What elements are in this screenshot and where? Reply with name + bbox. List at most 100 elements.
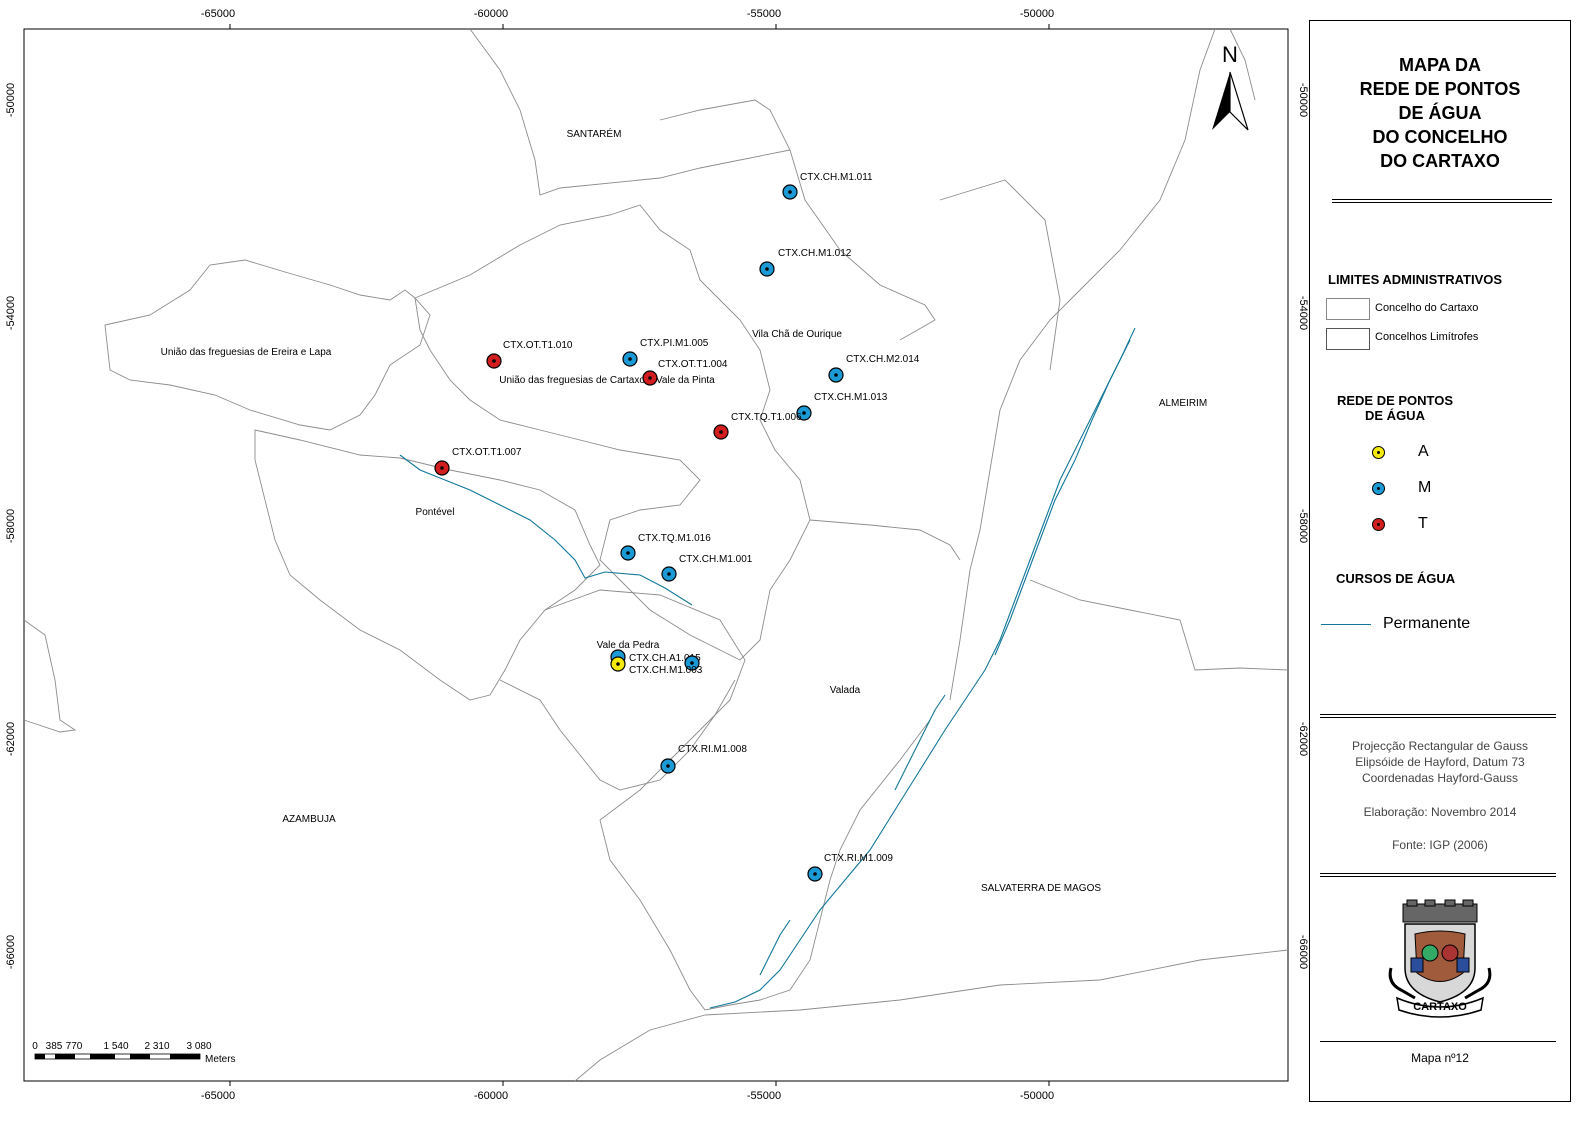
water-point-label: CTX.RI.M1.009 <box>824 853 893 864</box>
y-axis-left: -50000 -54000 -58000 -62000 -66000 <box>5 83 17 969</box>
legend-symbol-a <box>1372 446 1385 459</box>
water-point[interactable]: CTX.TQ.T1.006 <box>713 412 802 440</box>
label-santarem: SANTARÉM <box>567 127 622 140</box>
x-tick-bottom: -50000 <box>1020 1090 1054 1102</box>
label-almeirim: ALMEIRIM <box>1159 398 1207 409</box>
label-vale-pedra: Vale da Pedra <box>597 640 660 651</box>
y-tick-left: -62000 <box>5 722 17 756</box>
admin-heading: LIMITES ADMINISTRATIVOS <box>1328 272 1503 287</box>
legend-swatch-concelho <box>1326 298 1370 320</box>
scale-tick: 770 <box>66 1041 83 1052</box>
water-point[interactable]: CTX.CH.A1.015 <box>610 649 701 672</box>
water-point-label: CTX.CH.M1.013 <box>814 392 888 403</box>
water-point[interactable]: CTX.OT.T1.007 <box>434 447 522 476</box>
legend-line-permanente <box>1321 624 1371 625</box>
water-point-label: CTX.RI.M1.008 <box>678 744 747 755</box>
seal-text: CARTAXO <box>1413 1001 1467 1013</box>
y-tick-right: -66000 <box>1297 935 1309 969</box>
scale-tick: 0 <box>32 1041 38 1052</box>
water-heading: CURSOS DE ÁGUA <box>1336 571 1456 586</box>
water-point[interactable]: CTX.CH.M1.012 <box>759 248 852 277</box>
label-valada: Valada <box>830 685 861 696</box>
legend-symbol-t <box>1372 518 1385 531</box>
water-point[interactable]: CTX.CH.M1.013 <box>796 392 888 421</box>
legend-swatch-limitrofes <box>1326 328 1370 350</box>
water-point[interactable]: CTX.CH.M2.014 <box>828 354 920 383</box>
label-azambuja: AZAMBUJA <box>282 814 336 825</box>
label-vila-cha: Vila Chã de Ourique <box>752 329 842 340</box>
x-tick-top: -50000 <box>1020 8 1054 20</box>
x-tick-top: -65000 <box>201 8 235 20</box>
north-arrow: N <box>1212 42 1249 131</box>
y-tick-left: -50000 <box>5 83 17 117</box>
label-cartaxo-vale-pinta: União das freguesias de Cartaxo e Vale d… <box>499 375 715 386</box>
water-point-label: CTX.OT.T1.007 <box>452 447 522 458</box>
legend-panel: MAPA DA REDE DE PONTOS DE ÁGUA DO CONCEL… <box>1309 20 1571 1102</box>
water-points[interactable]: CTX.CH.M1.011 CTX.CH.M1.012 CTX.PI.M1.00… <box>434 172 920 882</box>
water-point-label: CTX.OT.T1.004 <box>658 359 728 370</box>
divider <box>1332 199 1552 203</box>
map-frame <box>23 28 1289 1082</box>
scale-tick: 3 080 <box>186 1041 211 1052</box>
water-point[interactable]: CTX.OT.T1.010 <box>486 340 573 369</box>
map-title: MAPA DA REDE DE PONTOS DE ÁGUA DO CONCEL… <box>1359 55 1521 171</box>
legend-label-t: T <box>1418 515 1428 532</box>
label-pontevel: Pontével <box>416 507 455 518</box>
water-point[interactable]: CTX.PI.M1.005 <box>622 338 709 367</box>
map-number: Mapa nº12 <box>1411 1051 1469 1065</box>
water-point[interactable]: CTX.RI.M1.008 <box>660 744 747 774</box>
rivers <box>399 327 1136 1009</box>
water-point[interactable]: CTX.TQ.M1.016 <box>620 533 711 561</box>
x-tick-top: -55000 <box>747 8 781 20</box>
label-salvaterra: SALVATERRA DE MAGOS <box>981 883 1101 894</box>
projection-info: Projecção Rectangular de Gauss Elipsóide… <box>1351 739 1529 785</box>
water-point-label: CTX.PI.M1.005 <box>640 338 709 349</box>
water-point-label: CTX.CH.M1.001 <box>679 554 753 565</box>
y-tick-left: -58000 <box>5 509 17 543</box>
y-tick-right: -58000 <box>1297 509 1309 543</box>
water-point-label: CTX.CH.M1.011 <box>800 172 873 183</box>
water-point[interactable]: CTX.OT.T1.004 <box>642 359 728 386</box>
x-tick-bottom: -65000 <box>201 1090 235 1102</box>
water-point-label: CTX.CH.M2.014 <box>846 354 920 365</box>
water-point[interactable]: CTX.CH.M1.001 <box>661 554 753 582</box>
y-tick-right: -62000 <box>1297 722 1309 756</box>
scale-bar: 0 385 770 1 540 2 310 3 080 Meters <box>32 1041 235 1065</box>
y-tick-left: -54000 <box>5 296 17 330</box>
x-axis-bottom: -65000 -60000 -55000 -50000 <box>201 1081 1054 1102</box>
divider <box>1320 1041 1556 1042</box>
legend-label-a: A <box>1418 443 1429 460</box>
x-tick-top: -60000 <box>474 8 508 20</box>
scale-tick: 1 540 <box>103 1041 128 1052</box>
water-point[interactable]: CTX.CH.M1.011 <box>782 172 873 200</box>
water-point[interactable]: CTX.RI.M1.009 <box>807 853 893 882</box>
water-point-label: CTX.CH.A1.015 <box>629 653 701 664</box>
cartaxo-coat-of-arms: CARTAXO <box>1388 899 1492 1018</box>
legend-label-limitrofes: Concelhos Limítrofes <box>1375 331 1479 343</box>
legend-label-concelho: Concelho do Cartaxo <box>1375 302 1479 314</box>
scale-tick: 2 310 <box>144 1041 169 1052</box>
label-ereira-lapa: União das freguesias de Ereira e Lapa <box>161 347 332 358</box>
y-tick-left: -66000 <box>5 935 17 969</box>
scale-unit: Meters <box>205 1054 236 1065</box>
divider <box>1320 714 1556 718</box>
legend-label-permanente: Permanente <box>1383 615 1471 632</box>
elaboration-date: Elaboração: Novembro 2014 <box>1363 805 1517 819</box>
y-tick-right: -50000 <box>1297 83 1309 117</box>
x-axis-top: -65000 -60000 -55000 -50000 <box>201 8 1054 29</box>
legend-symbol-m <box>1372 482 1385 495</box>
water-point-label: CTX.TQ.M1.016 <box>638 533 711 544</box>
water-point-label: CTX.OT.T1.010 <box>503 340 573 351</box>
admin-boundaries <box>23 28 1289 1082</box>
source-info: Fonte: IGP (2006) <box>1392 838 1488 852</box>
scale-tick: 385 <box>46 1041 63 1052</box>
place-labels: SANTARÉM União das freguesias de Ereira … <box>161 127 1208 894</box>
x-tick-bottom: -60000 <box>474 1090 508 1102</box>
water-point-label: CTX.CH.M1.012 <box>778 248 852 259</box>
x-tick-bottom: -55000 <box>747 1090 781 1102</box>
water-point[interactable]: CTX.CH.M1.003 <box>629 655 703 676</box>
y-tick-right: -54000 <box>1297 296 1309 330</box>
water-point-label: CTX.TQ.T1.006 <box>731 412 802 423</box>
water-point-label: CTX.CH.M1.003 <box>629 665 703 676</box>
